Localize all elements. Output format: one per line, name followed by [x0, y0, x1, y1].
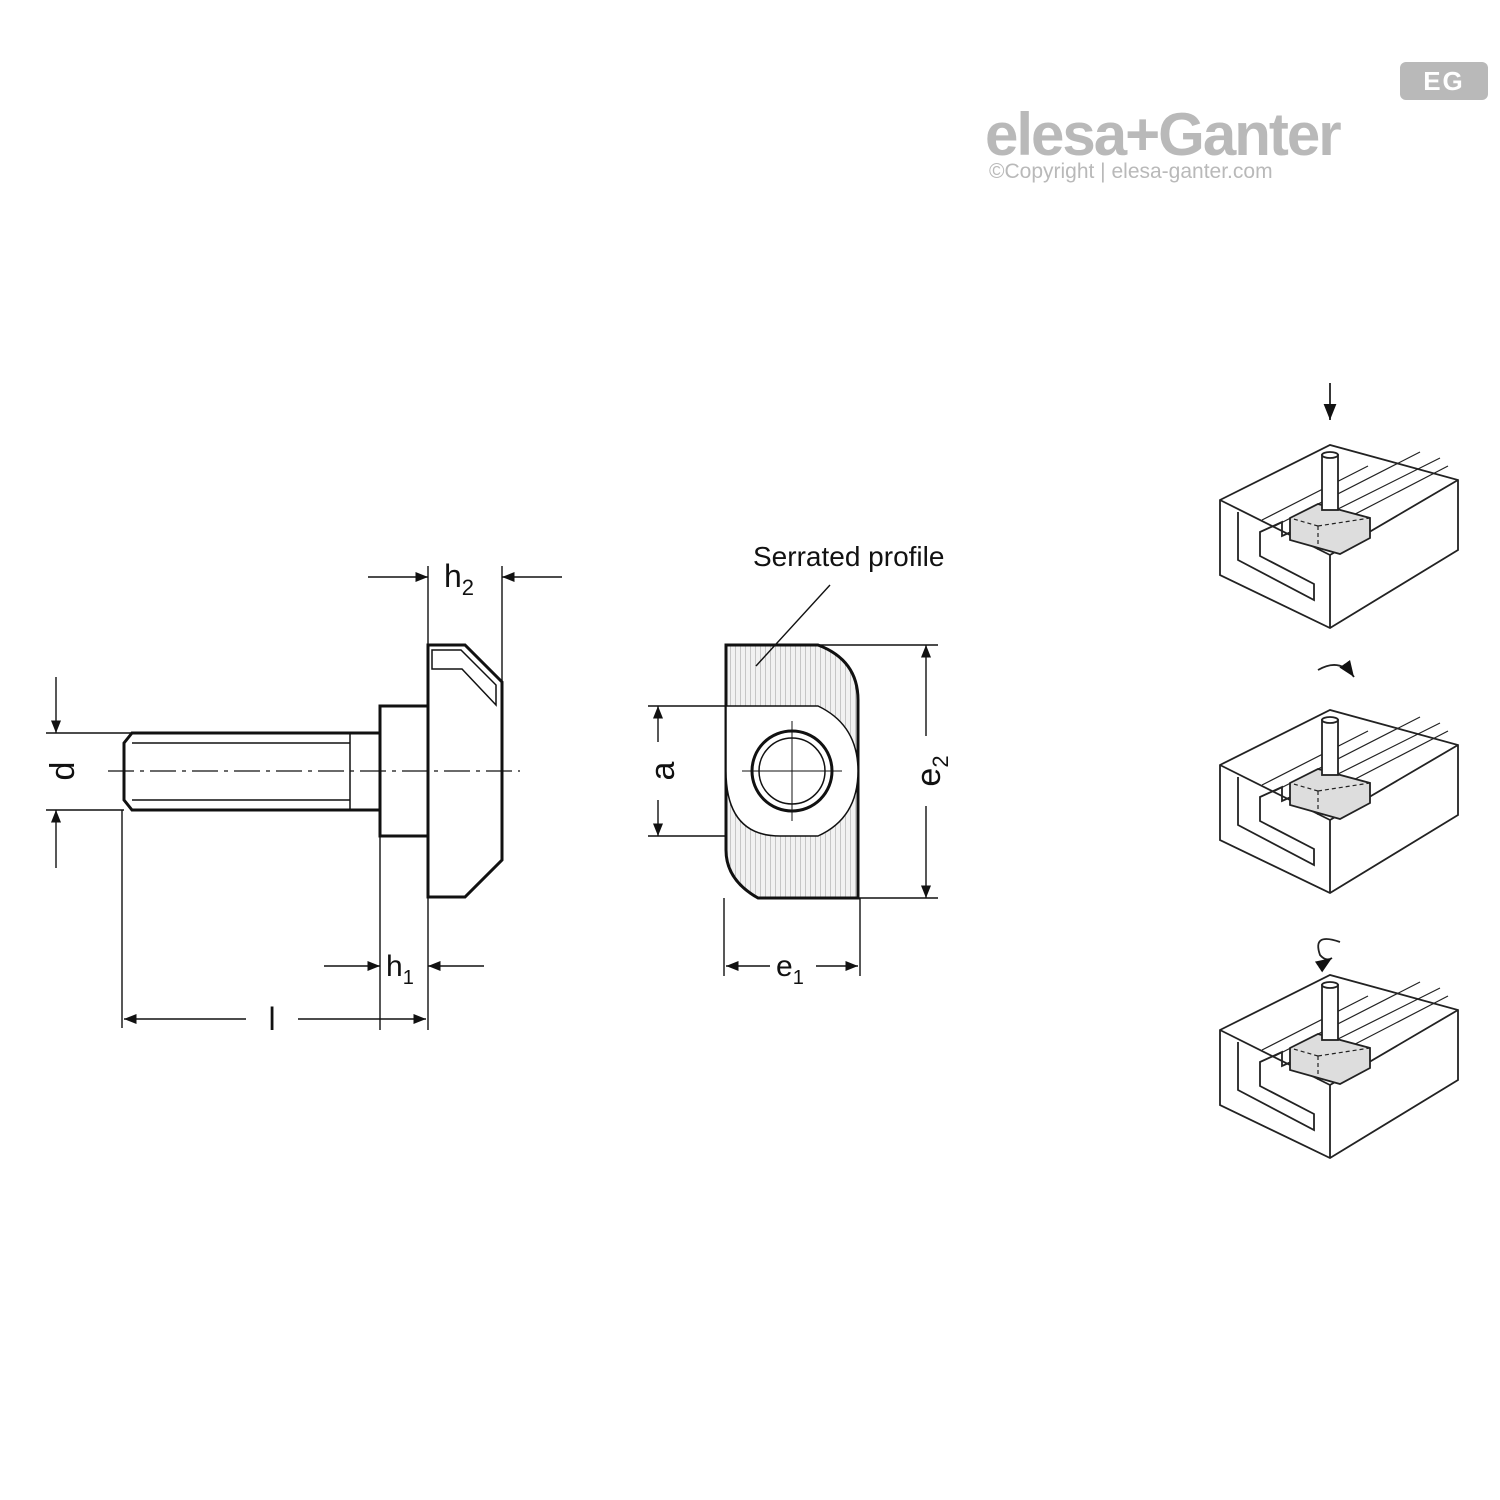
label-d: d: [44, 762, 82, 781]
label-h1: h1: [386, 950, 414, 989]
brand-copyright: ©Copyright | elesa-ganter.com: [989, 160, 1273, 183]
t-nut-block: [1289, 1033, 1371, 1085]
t-nut-block: [1289, 768, 1371, 820]
mount-step-2: [1219, 660, 1459, 895]
label-h2: h2: [444, 558, 474, 600]
label-e2: e2: [910, 755, 953, 786]
screw-top: [1321, 716, 1339, 724]
head-front-view: [724, 643, 860, 900]
brand-logo: EG elesa+Ganter ©Copyright | elesa-gante…: [985, 62, 1495, 192]
label-serrated-profile: Serrated profile: [753, 541, 944, 572]
dim-e1: [723, 898, 861, 976]
t-nut-block: [1289, 503, 1371, 555]
rail-slot: [1237, 512, 1315, 602]
rotate-back-arrow-icon: [1314, 938, 1341, 973]
screw-shaft: [1321, 984, 1339, 1041]
brand-badge: EG: [1400, 62, 1488, 100]
screw-top: [1321, 981, 1339, 989]
rail-groove-lines: [1261, 981, 1449, 1071]
dim-d: [46, 677, 132, 868]
t-nut-hidden-edges: [1289, 517, 1371, 550]
dim-h1: [324, 836, 484, 1030]
mount-step-1: [1219, 383, 1459, 630]
t-nut-hidden-edges: [1289, 1047, 1371, 1080]
brand-name: elesa+Ganter: [985, 101, 1342, 168]
serrated-leader-line: [755, 584, 831, 667]
screw-shaft: [1321, 719, 1339, 776]
t-nut-hidden-edges: [1289, 782, 1371, 815]
mount-step-3: [1219, 938, 1459, 1160]
rail-slot: [1237, 1042, 1315, 1132]
rail-groove-lines: [1261, 451, 1449, 541]
rotate-arrow-icon: [1317, 660, 1355, 678]
rail-slot: [1237, 777, 1315, 867]
label-e1: e1: [776, 950, 804, 989]
dim-a: [648, 705, 726, 837]
dim-e2: [818, 644, 938, 899]
screw-shaft: [1321, 454, 1339, 511]
label-a: a: [644, 761, 682, 780]
rail-groove-lines: [1261, 716, 1449, 806]
dim-h2: [368, 566, 562, 760]
dim-l: [121, 810, 426, 1028]
label-l: l: [268, 1001, 275, 1037]
screw-top: [1321, 451, 1339, 459]
